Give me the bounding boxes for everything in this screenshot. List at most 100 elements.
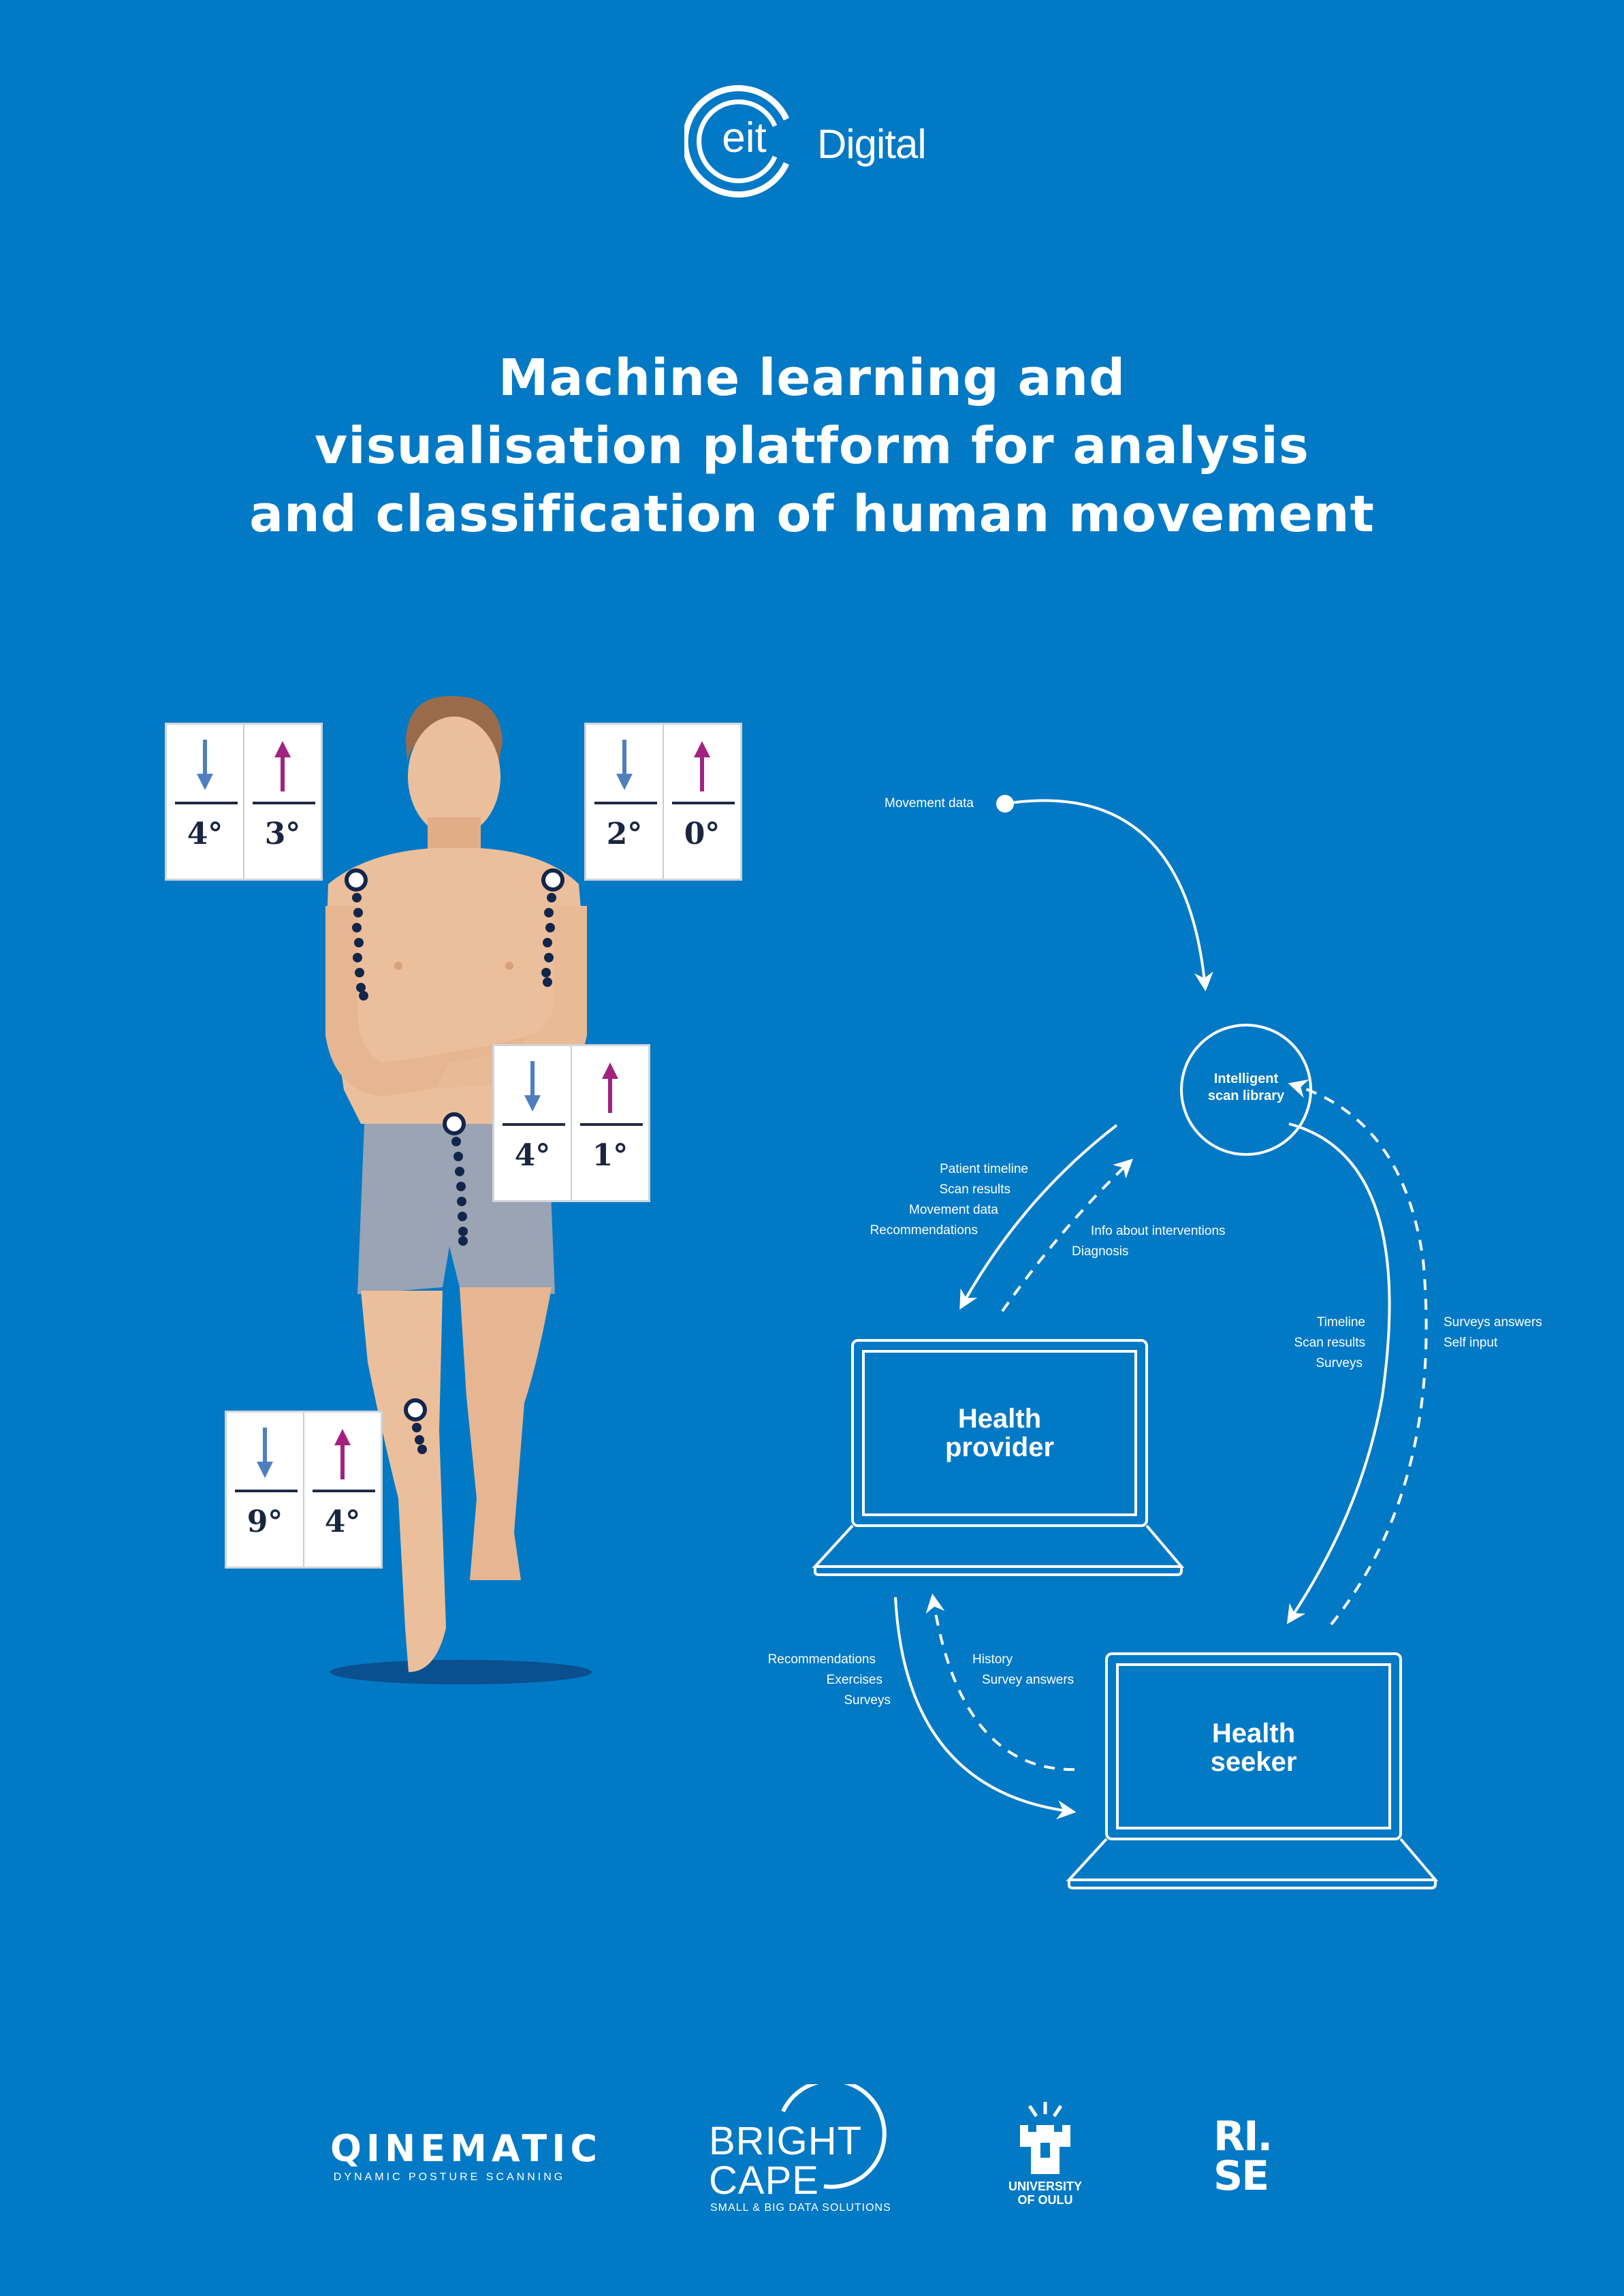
eit-logo-mark: eit (684, 85, 790, 198)
arrow-seeker-to-library (1288, 1079, 1428, 1626)
arrow-up-icon (694, 741, 710, 791)
labels-library-to-seeker: Timeline Scan results Surveys (1267, 1312, 1365, 1374)
provider-label: Health provider (863, 1404, 1136, 1462)
gauge-cell-down: 9° (227, 1413, 304, 1567)
arrow-library-to-provider (959, 1124, 1118, 1310)
arrow-up-icon (274, 741, 291, 791)
gauge-value-up: 1° (592, 1138, 628, 1173)
gauge-divider (580, 1123, 643, 1126)
gauge-value-up: 0° (684, 817, 720, 851)
seeker-label: Health seeker (1117, 1719, 1390, 1776)
gauge-value-down: 4° (514, 1138, 551, 1173)
logo-word: Digital (817, 121, 927, 167)
flow-label: Exercises (826, 1673, 882, 1687)
flow-label: Timeline (1316, 1315, 1365, 1330)
gauge-card-knee: 9° 4° (225, 1411, 383, 1569)
gauge-value-up: 4° (324, 1505, 361, 1539)
provider-laptop (812, 1339, 1185, 1576)
gauge-card-hip: 4° 1° (492, 1044, 650, 1202)
flow-label: Scan results (1294, 1336, 1365, 1350)
qinematic-logo: QINEMATIC DYNAMIC POSTURE SCANNING (330, 2127, 602, 2186)
arrow-down-icon (524, 1061, 541, 1112)
university-of-oulu-logo: UNIVERSITY OF OULU (998, 2099, 1093, 2208)
flow-label: Recommendations (870, 1223, 978, 1238)
flow-label: Survey answers (982, 1673, 1074, 1687)
labels-seeker-to-provider: History Survey answers (972, 1650, 1074, 1690)
brightcape-line-2: CAPE (709, 2158, 819, 2203)
seeker-laptop (1066, 1652, 1439, 1889)
gauge-card-right-shoulder: 2° 0° (584, 723, 742, 881)
flow-label: Movement data (909, 1203, 998, 1217)
gauge-cell-down: 4° (167, 725, 244, 879)
title-line-2: visualisation platform for analysis (315, 417, 1309, 475)
arrow-up-icon (334, 1429, 351, 1479)
arrow-movement-to-library (1004, 799, 1213, 992)
flow-label: Recommendations (767, 1652, 876, 1667)
gauge-value-down: 4° (187, 817, 223, 851)
rise-line-1: RI. (1213, 2113, 1273, 2160)
flow-label: Surveys (1316, 1356, 1363, 1370)
seeker-label-line-2: seeker (1210, 1747, 1297, 1777)
arrow-provider-to-library (1001, 1159, 1134, 1312)
labels-library-to-provider: Patient timeline Scan results Movement d… (817, 1159, 1028, 1241)
gauge-value-down: 9° (246, 1505, 283, 1539)
provider-label-line-1: Health (957, 1404, 1042, 1434)
arrow-down-icon (197, 740, 213, 790)
labels-provider-to-library: Info about interventions Diagnosis (1072, 1221, 1226, 1262)
flow-label: Self input (1444, 1336, 1498, 1350)
oulu-line-2: OF OULU (1017, 2193, 1073, 2207)
arrow-seeker-to-provider (925, 1593, 1075, 1772)
rise-logo: RI. SE (1213, 2113, 1295, 2200)
gauge-divider (253, 802, 315, 804)
gauge-divider (235, 1490, 298, 1492)
movement-data-source-dot (996, 795, 1014, 813)
qinematic-tagline: DYNAMIC POSTURE SCANNING (333, 2171, 566, 2183)
gauge-divider (313, 1490, 375, 1492)
gauge-value-up: 3° (264, 817, 301, 851)
eit-logo-text: eit (722, 114, 766, 161)
brightcape-tagline: SMALL & BIG DATA SOLUTIONS (710, 2202, 891, 2214)
rise-line-2: SE (1213, 2152, 1269, 2200)
gauge-divider (594, 802, 657, 804)
library-label-line-1: Intelligent (1213, 1071, 1279, 1086)
brightcape-arc-icon (781, 2084, 887, 2189)
title-line-1: Machine learning and (498, 349, 1126, 407)
gauge-cell-up: 4° (304, 1413, 381, 1567)
gauge-cell-up: 1° (572, 1046, 648, 1200)
flow-label: Scan results (939, 1182, 1010, 1197)
arrow-library-to-seeker (1286, 1122, 1391, 1624)
arrow-down-icon (257, 1428, 273, 1478)
gauge-cell-down: 4° (494, 1046, 572, 1200)
provider-label-line-2: provider (944, 1432, 1055, 1462)
library-label: Intelligent scan library (1178, 1071, 1314, 1105)
gauge-value-down: 2° (606, 817, 643, 851)
brightcape-line-1: BRIGHT (709, 2119, 863, 2163)
oulu-tower-icon (1020, 2102, 1070, 2174)
flow-label: Surveys (844, 1693, 891, 1708)
gauge-card-left-shoulder: 4° 3° (165, 723, 323, 881)
page-title: Machine learning and visualisation platf… (0, 344, 1624, 548)
flow-label: Diagnosis (1072, 1244, 1129, 1259)
gauge-cell-up: 3° (244, 725, 321, 879)
qinematic-name: QINEMATIC (330, 2127, 602, 2170)
gauge-divider (503, 1123, 565, 1126)
labels-seeker-to-library: Surveys answers Self input (1444, 1312, 1542, 1353)
flow-label: Surveys answers (1444, 1315, 1542, 1330)
title-line-3: and classification of human movement (249, 485, 1375, 544)
gauge-cell-up: 0° (664, 725, 740, 879)
label-movement-data: Movement data (885, 796, 974, 811)
labels-provider-to-seeker: Recommendations Exercises Surveys (742, 1650, 891, 1711)
seeker-label-line-1: Health (1211, 1718, 1296, 1748)
gauge-cell-down: 2° (586, 725, 664, 879)
eit-digital-logo: eit Digital (684, 78, 957, 201)
oulu-line-1: UNIVERSITY (1008, 2180, 1083, 2193)
gauge-divider (672, 802, 735, 804)
arrow-provider-to-seeker (894, 1597, 1077, 1820)
gauge-divider (175, 802, 238, 804)
brightcape-logo: BRIGHT CAPE SMALL & BIG DATA SOLUTIONS (705, 2084, 891, 2220)
library-label-line-2: scan library (1207, 1088, 1285, 1103)
flow-label: Patient timeline (940, 1162, 1028, 1176)
flow-label: History (972, 1652, 1013, 1667)
flow-label: Info about interventions (1091, 1224, 1226, 1238)
